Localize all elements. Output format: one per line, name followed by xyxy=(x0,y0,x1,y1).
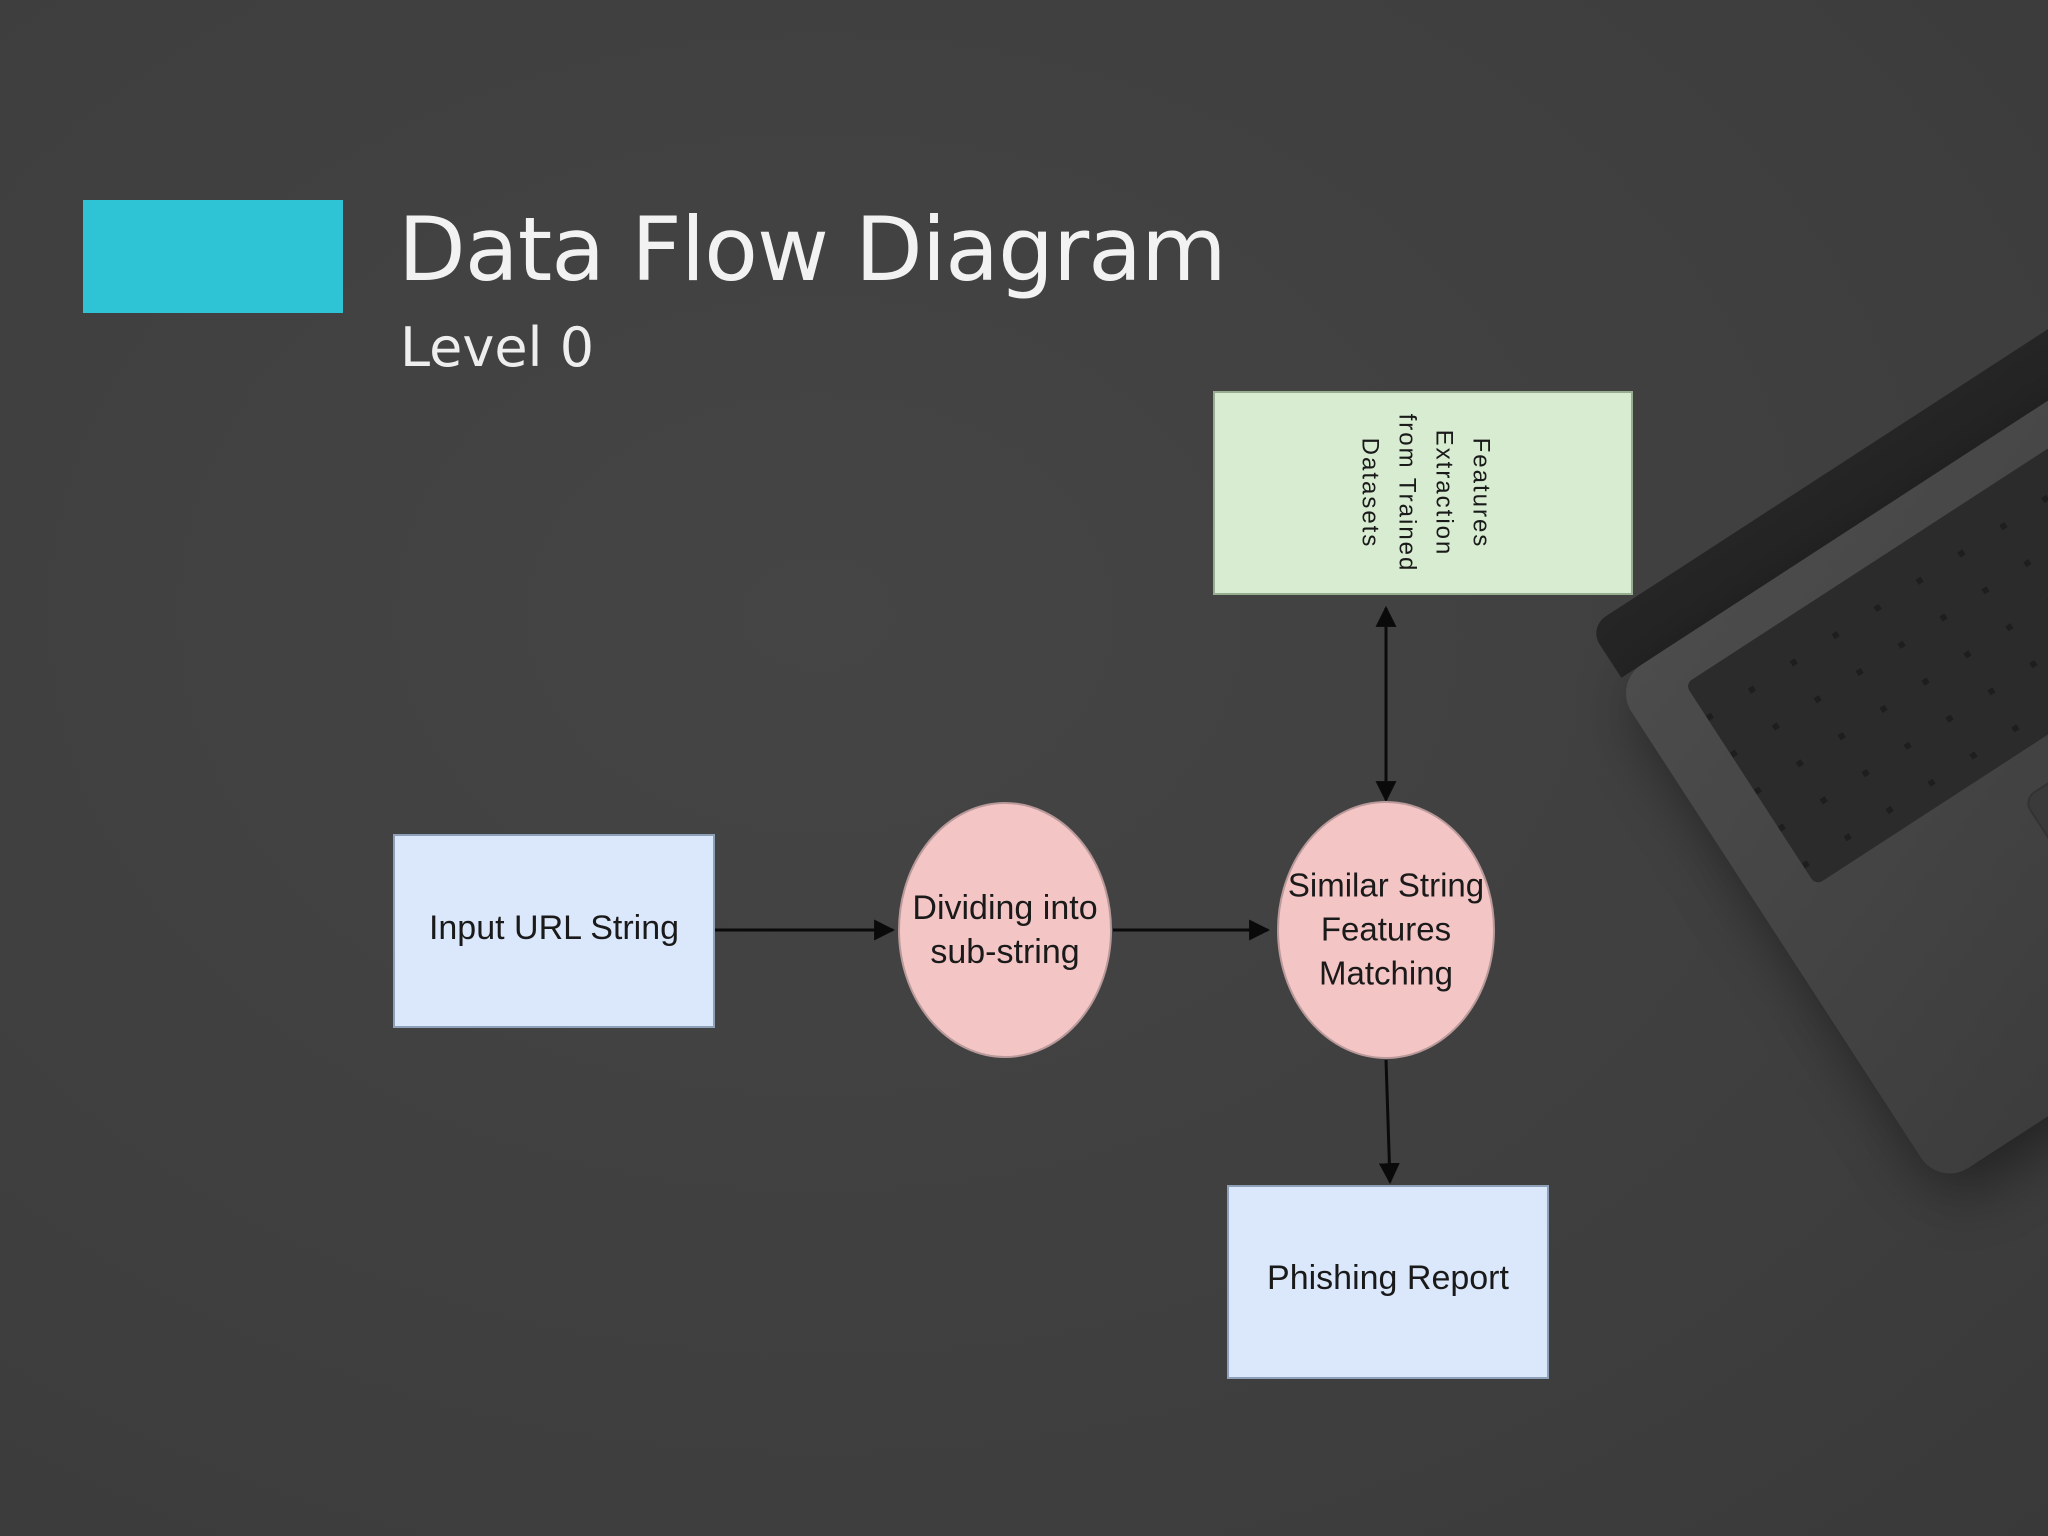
node-report-label: Phishing Report xyxy=(1267,1259,1509,1297)
node-features-rotated-text: Features Extraction from Trained Dataset… xyxy=(1357,414,1495,573)
node-features-label-line-1: Features xyxy=(1468,438,1495,549)
node-phishing-report: Phishing Report xyxy=(1227,1185,1549,1379)
node-divide-circle xyxy=(898,802,1112,1058)
node-match-label-line-3: Matching xyxy=(1319,955,1453,992)
slide-title: Data Flow Diagram xyxy=(398,198,1227,301)
node-divide-label-line-2: sub-string xyxy=(930,933,1079,971)
node-similar-string-matching: Similar String Features Matching xyxy=(1277,801,1495,1059)
node-divide-label-line-1: Dividing into xyxy=(912,889,1097,927)
node-dividing-substring: Dividing into sub-string xyxy=(898,802,1112,1058)
node-features-extraction: Features Extraction from Trained Dataset… xyxy=(1213,391,1633,595)
node-input-box xyxy=(393,834,715,1028)
node-features-label-line-3: from Trained xyxy=(1394,414,1421,573)
node-features-label-line-2: Extraction xyxy=(1431,430,1458,557)
node-features-box xyxy=(1213,391,1633,595)
node-input-url-string: Input URL String xyxy=(393,834,715,1028)
node-match-label-line-2: Features xyxy=(1321,911,1451,948)
slide-subtitle: Level 0 xyxy=(400,316,595,379)
node-match-circle xyxy=(1277,801,1495,1059)
title-accent-bar xyxy=(83,200,343,313)
node-report-box xyxy=(1227,1185,1549,1379)
node-match-label-line-1: Similar String xyxy=(1288,867,1484,904)
node-input-label: Input URL String xyxy=(429,909,679,947)
edge-match-to-report xyxy=(1378,1059,1400,1185)
node-features-label-line-4: Datasets xyxy=(1357,438,1384,549)
